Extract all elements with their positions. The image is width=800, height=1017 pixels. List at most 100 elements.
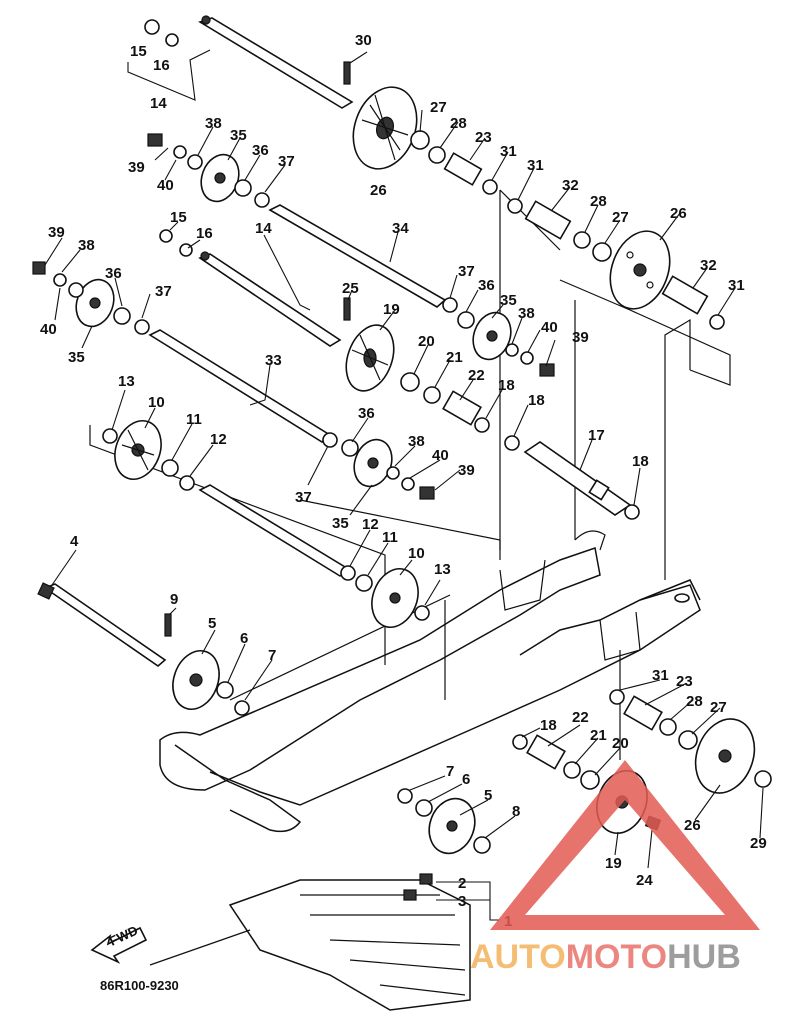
callout-9: 9: [170, 591, 178, 608]
shaft-17: [523, 441, 632, 516]
callout-37d: 37: [295, 489, 312, 506]
wheel-26-rear: [694, 718, 756, 794]
callout-20: 20: [418, 333, 435, 350]
callout-26b: 26: [370, 182, 387, 199]
fwd-arrow: FWD: [90, 923, 148, 964]
automotohub-watermark: AUTOMOTOHUB: [470, 760, 760, 976]
callout-27c: 27: [710, 699, 727, 716]
callout-21b: 21: [590, 727, 607, 744]
callout-38d: 38: [408, 433, 425, 450]
callout-40: 40: [157, 177, 174, 194]
callout-13b: 13: [434, 561, 451, 578]
callout-27b: 27: [612, 209, 629, 226]
callout-6: 6: [240, 630, 248, 647]
callout-40b: 40: [40, 321, 57, 338]
callout-12: 12: [210, 431, 227, 448]
callout-35: 35: [230, 127, 247, 144]
callout-18: 18: [498, 377, 515, 394]
track-section: [149, 873, 471, 1011]
callout-5: 5: [208, 615, 216, 632]
callout-28: 28: [450, 115, 467, 132]
callout-14: 14: [150, 95, 167, 112]
callout-7b: 7: [446, 763, 454, 780]
svg-text:AUTOMOTOHUB: AUTOMOTOHUB: [470, 938, 741, 976]
callout-10: 10: [148, 394, 165, 411]
callout-5b: 5: [484, 787, 492, 804]
callout-35d: 35: [332, 515, 349, 532]
wheel-10-left: [114, 420, 162, 480]
watermark-triangle-logo: [490, 760, 760, 930]
callout-33: 33: [265, 352, 282, 369]
callout-21: 21: [446, 349, 463, 366]
callout-25: 25: [342, 280, 359, 297]
shaft-4: [37, 582, 167, 668]
callout-23: 23: [475, 129, 492, 146]
callout-2: 2: [458, 875, 466, 892]
callout-11: 11: [186, 411, 202, 428]
callout-35b: 35: [68, 349, 85, 366]
shaft-33: [148, 329, 332, 443]
callout-4: 4: [70, 533, 79, 550]
callout-36d: 36: [358, 405, 375, 422]
callout-37: 37: [278, 153, 295, 170]
callout-38b: 38: [78, 237, 95, 254]
callout-14b: 14: [255, 220, 272, 237]
diagram-part-code: 86R100-9230: [100, 978, 179, 993]
callout-36c: 36: [478, 277, 495, 294]
callout-18c: 18: [632, 453, 649, 470]
callout-8: 8: [512, 803, 520, 820]
callout-16: 16: [153, 57, 170, 74]
callout-32b: 32: [700, 257, 717, 274]
wheel-5-rear: [428, 797, 476, 855]
callout-36: 36: [252, 142, 269, 159]
callout-17: 17: [588, 427, 605, 444]
callout-3: 3: [458, 893, 466, 910]
small-parts: [32, 19, 772, 854]
callout-11b: 11: [382, 529, 398, 546]
callout-22b: 22: [572, 709, 589, 726]
callout-7: 7: [268, 647, 276, 664]
callout-31d: 31: [652, 667, 669, 684]
wheel-35-center: [353, 438, 393, 488]
callout-18d: 18: [540, 717, 557, 734]
callout-24: 24: [636, 872, 653, 889]
callout-40d: 40: [432, 447, 449, 464]
callout-13: 13: [118, 373, 135, 390]
callout-26: 26: [670, 205, 687, 222]
wheel-5-left: [172, 650, 220, 710]
callout-35c: 35: [500, 292, 517, 309]
callout-22: 22: [468, 367, 485, 384]
callout-30: 30: [355, 32, 372, 49]
callout-38: 38: [205, 115, 222, 132]
callout-36b: 36: [105, 265, 122, 282]
wheel-26-right: [609, 230, 671, 310]
watermark-word-moto: MOTO: [566, 938, 667, 976]
callout-37c: 37: [458, 263, 475, 280]
callout-26c: 26: [684, 817, 701, 834]
callout-37b: 37: [155, 283, 172, 300]
callout-19b: 19: [605, 855, 622, 872]
callout-18b: 18: [528, 392, 545, 409]
wheel-26-upper: [352, 86, 418, 170]
callout-38c: 38: [518, 305, 535, 322]
callout-12b: 12: [362, 516, 379, 533]
callout-32: 32: [562, 177, 579, 194]
callout-39d: 39: [458, 462, 475, 479]
callout-40c: 40: [541, 319, 558, 336]
callout-34: 34: [392, 220, 409, 237]
wheel-10-center: [371, 568, 419, 628]
leader-lines: [44, 49, 764, 921]
callout-39: 39: [128, 159, 145, 176]
shaft-14-middle: [198, 251, 342, 347]
callout-28b: 28: [590, 193, 607, 210]
callout-23b: 23: [676, 673, 693, 690]
wheel-35-upper: [200, 153, 240, 203]
callout-39c: 39: [572, 329, 589, 346]
callout-16b: 16: [196, 225, 213, 242]
callout-31b: 31: [527, 157, 544, 174]
wheel-19-center: [345, 324, 395, 392]
callout-labels: 15 16 14 30 27 28 23 31 31 32 28 27 26 2…: [40, 32, 767, 930]
callout-19: 19: [383, 301, 400, 318]
watermark-word-hub: HUB: [667, 938, 741, 976]
